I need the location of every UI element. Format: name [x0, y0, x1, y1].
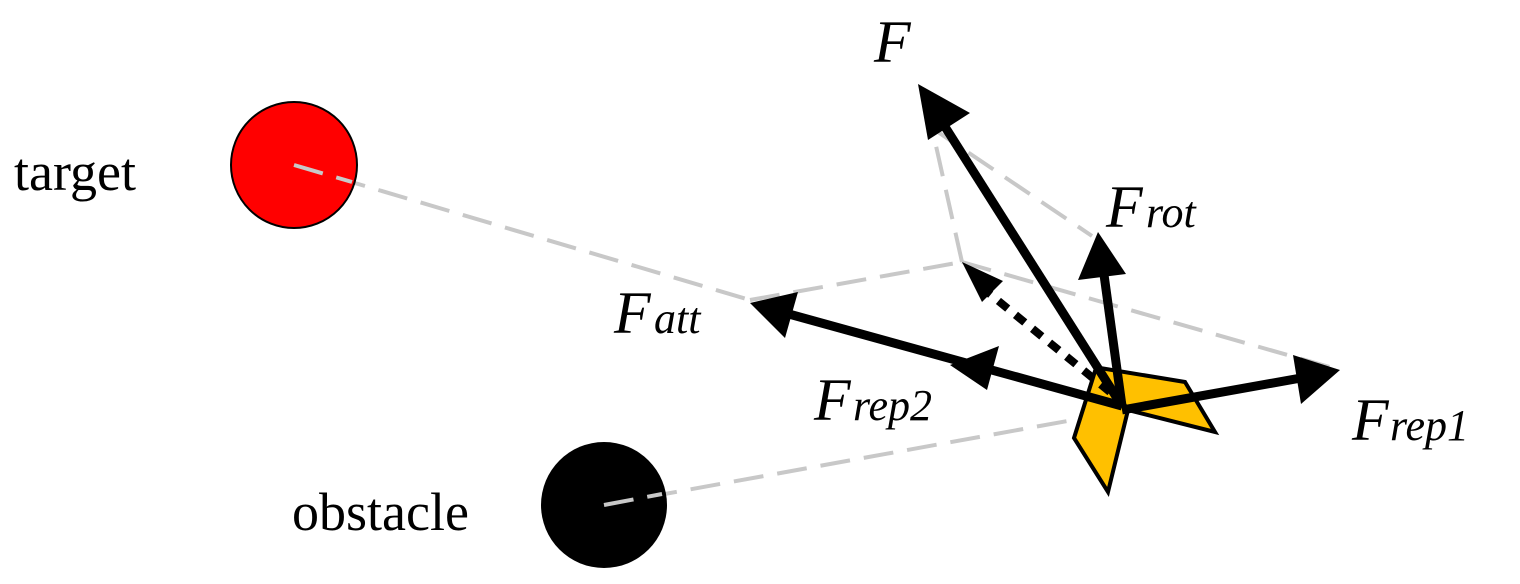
repulsion2-force-label: F rep2 — [813, 367, 932, 433]
target-label: target — [14, 142, 136, 202]
rotation-force-arrow — [1097, 259, 1127, 407]
resultant-force-arrow — [931, 108, 1126, 409]
obstacle-label: obstacle — [292, 482, 469, 542]
repulsion1-force-arrow — [1121, 371, 1313, 415]
rotation-force-arrowhead — [1078, 232, 1126, 280]
robot-icon — [1071, 363, 1220, 498]
obstacle-guide-line — [603, 408, 1129, 507]
attraction-force-arrowhead — [750, 292, 798, 338]
repulsion2-force-arrowhead — [950, 346, 999, 390]
repulsion2-force-subscript: rep2 — [853, 381, 932, 430]
attraction-parallel-guide — [749, 260, 963, 302]
force-arrows — [750, 84, 1340, 415]
repulsion2-force-symbol: F — [813, 367, 852, 433]
dashed-component-arrow — [982, 286, 1113, 396]
rotation-force-label: F rot — [1105, 174, 1197, 240]
attraction-force-subscript: att — [654, 294, 702, 343]
repulsion1-force-label: F rep1 — [1351, 387, 1469, 453]
attraction-force-arrow — [776, 306, 1124, 411]
repulsion-parallel-guide — [961, 260, 1341, 372]
repulsion1-force-subscript: rep1 — [1390, 401, 1469, 450]
rotation-force-symbol: F — [1105, 174, 1144, 240]
target-center-mark — [293, 163, 353, 184]
attraction-force-symbol: F — [613, 280, 652, 346]
attraction-force-label: F att — [613, 280, 702, 346]
resultant-right-guide — [930, 126, 1094, 238]
resultant-force-label: F — [873, 9, 912, 75]
repulsion1-force-arrowhead — [1293, 355, 1340, 404]
resultant-left-guide — [930, 127, 964, 263]
repulsion1-force-symbol: F — [1351, 387, 1390, 453]
guide-lines — [293, 126, 1341, 507]
rotation-force-subscript: rot — [1146, 188, 1197, 237]
resultant-force-arrowhead — [918, 84, 970, 140]
dashed-component-arrowhead — [962, 262, 1003, 302]
target-guide-line — [293, 163, 751, 302]
obstacle-center-mark — [603, 492, 663, 507]
